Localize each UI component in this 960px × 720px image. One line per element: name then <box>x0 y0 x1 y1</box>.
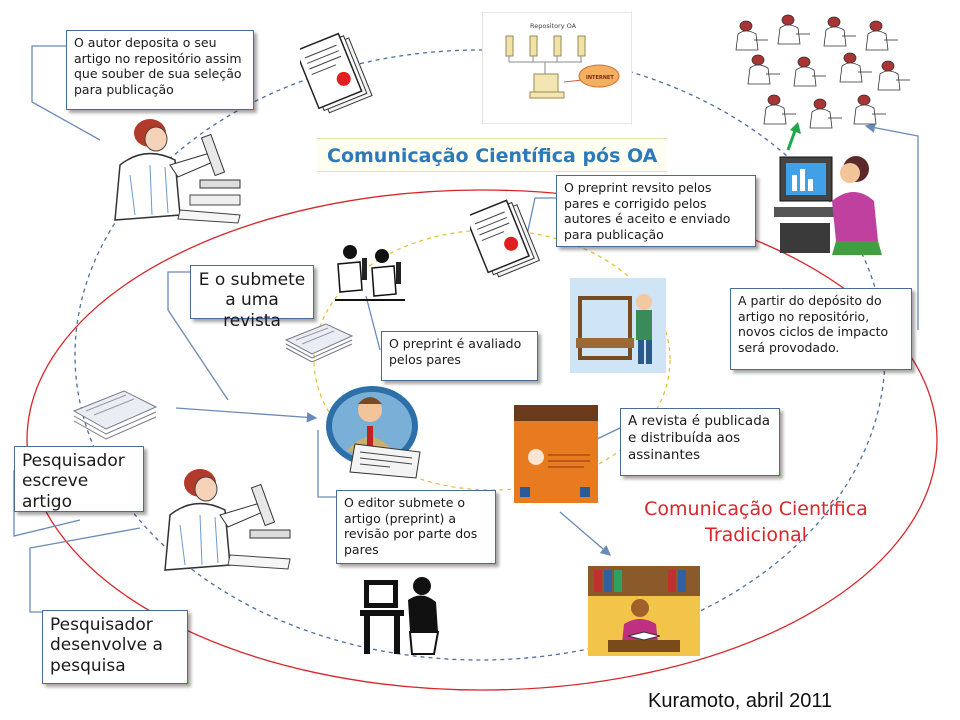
box-autor-deposita-text: O autor deposita o seu artigo no reposit… <box>74 35 242 97</box>
box-desenvolve-text: Pesquisador desenvolve a pesquisa <box>50 615 163 676</box>
box-autor-deposita: O autor deposita o seu artigo no reposit… <box>66 30 254 110</box>
connector-deposita <box>31 45 101 141</box>
repository-oa-figure: Repository OA INTERNET <box>482 12 632 124</box>
title-oa: Comunicação Científica pós OA <box>317 138 667 172</box>
title-traditional: Comunicação Científica Tradicional <box>636 496 876 548</box>
connector-preprint-revisto <box>526 197 556 236</box>
box-preprint-revisto-text: O preprint revsito pelos pares e corrigi… <box>564 180 731 242</box>
connector-editor <box>317 430 336 498</box>
sealed-preprint-icon <box>470 199 541 278</box>
internet-cloud-label: INTERNET <box>586 75 614 81</box>
box-escreve: Pesquisador escreve artigo <box>14 446 144 512</box>
box-novos-ciclos: A partir do depósito do artigo no reposi… <box>730 288 912 370</box>
repository-header: Repository OA <box>530 22 577 30</box>
connector-desenvolve <box>29 527 141 613</box>
box-publicada: A revista é publicada e distribuída aos … <box>620 408 780 476</box>
researcher-microscope-bottom-icon <box>164 469 291 571</box>
arrow-journal-to-library <box>559 511 611 556</box>
box-novos-ciclos-text: A partir do depósito do artigo no reposi… <box>738 293 889 355</box>
typist-icon <box>360 577 440 655</box>
credit: Kuramoto, abril 2011 <box>648 690 833 712</box>
box-submete-text: E o submete a uma revista <box>198 270 306 331</box>
arrow-manuscript-to-editor <box>175 407 318 423</box>
manuscript-stack-icon <box>72 390 158 440</box>
sealed-document-icon <box>300 32 373 114</box>
traditional-cycle-ellipse <box>26 189 938 691</box>
box-publicada-text: A revista é publicada e distribuída aos … <box>628 413 771 463</box>
box-editor-text: O editor submete o artigo (preprint) a r… <box>344 495 478 557</box>
library-reader-icon <box>588 566 700 656</box>
box-avaliado: O preprint é avaliado pelos pares <box>381 331 538 381</box>
box-preprint-revisto: O preprint revsito pelos pares e corrigi… <box>556 175 756 247</box>
researcher-microscope-top-icon <box>114 119 241 224</box>
connector-avaliado <box>365 295 381 351</box>
box-editor: O editor submete o artigo (preprint) a r… <box>336 490 496 564</box>
box-escreve-text: Pesquisador escreve artigo <box>22 451 125 512</box>
readers-crowd-icon <box>735 14 910 129</box>
green-arrow-head <box>790 122 801 134</box>
journal-cover-icon <box>514 405 598 503</box>
connector-publicada <box>594 427 621 441</box>
paper-stack-icon <box>284 323 354 362</box>
title-traditional-line1: Comunicação Científica <box>644 498 868 520</box>
printing-press-icon <box>570 278 666 373</box>
title-oa-text: Comunicação Científica pós OA <box>327 145 658 167</box>
box-desenvolve: Pesquisador desenvolve a pesquisa <box>42 610 188 684</box>
computer-user-icon <box>774 156 882 255</box>
connector-novos-ciclos <box>864 122 919 330</box>
connector-submete <box>167 271 229 401</box>
box-submete: E o submete a uma revista <box>190 265 314 331</box>
box-avaliado-text: O preprint é avaliado pelos pares <box>389 336 522 367</box>
peer-reviewers-icon <box>335 245 405 301</box>
editor-icon <box>326 386 421 479</box>
title-traditional-line2: Tradicional <box>705 524 807 546</box>
